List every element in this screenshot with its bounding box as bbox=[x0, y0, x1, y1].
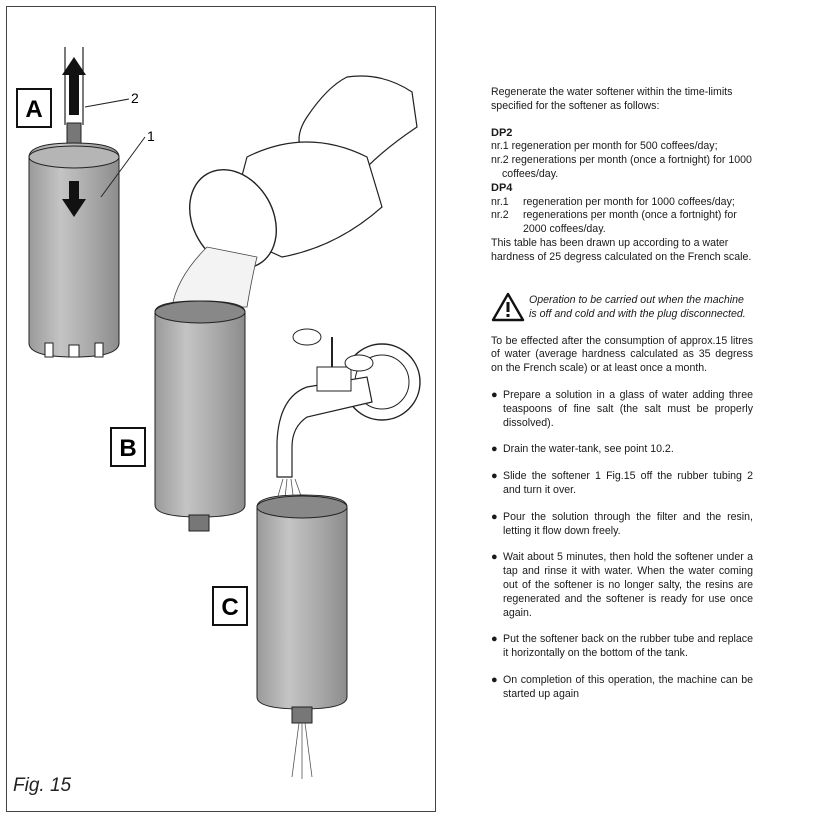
svg-text:B: B bbox=[119, 435, 136, 462]
list-item: ●Pour the solution through the filter an… bbox=[491, 510, 753, 537]
list-item: ●Prepare a solution in a glass of water … bbox=[491, 388, 753, 429]
dp2-heading: DP2 bbox=[491, 126, 513, 139]
figure-caption: Fig. 15 bbox=[13, 775, 72, 796]
list-item: ●On completion of this operation, the ma… bbox=[491, 673, 753, 700]
svg-text:C: C bbox=[221, 594, 238, 621]
bullet-icon: ● bbox=[491, 633, 498, 646]
bullet-icon: ● bbox=[491, 551, 498, 564]
svg-text:A: A bbox=[25, 96, 42, 123]
instruction-text: Regenerate the water softener within the… bbox=[491, 86, 753, 702]
callout-1: 1 bbox=[147, 128, 155, 144]
bullet-icon: ● bbox=[491, 388, 498, 401]
list-item: ●Drain the water-tank, see point 10.2. bbox=[491, 443, 674, 456]
warning-box: Operation to be carried out when the mac… bbox=[491, 292, 753, 322]
figure-panel: A B C 2 1 Fig. 15 bbox=[6, 6, 436, 812]
list-item: ●Slide the softener 1 Fig.15 off the rub… bbox=[491, 470, 753, 496]
label-box-a: A bbox=[16, 88, 52, 128]
bullet-icon: ● bbox=[491, 673, 498, 686]
table-note: This table has been drawn up according t… bbox=[491, 236, 752, 263]
label-box-c: C bbox=[212, 586, 248, 626]
list-item: ●Wait about 5 minutes, then hold the sof… bbox=[491, 551, 753, 619]
softener-step-c bbox=[256, 328, 421, 779]
arrow-up-icon bbox=[62, 57, 86, 115]
softener-step-a bbox=[28, 47, 146, 358]
warning-icon bbox=[491, 292, 525, 321]
warning-text: Operation to be carried out when the mac… bbox=[529, 293, 746, 320]
bullet-icon: ● bbox=[491, 510, 498, 523]
softener-step-b bbox=[154, 75, 418, 532]
list-item: ●Put the softener back on the rubber tub… bbox=[491, 633, 753, 660]
dp2-row: nr.1 regeneration per month for 500 coff… bbox=[491, 140, 718, 153]
bullet-icon: ● bbox=[491, 470, 498, 483]
arrow-down-icon bbox=[62, 181, 86, 217]
softener-illustration: A B C 2 1 bbox=[16, 47, 421, 779]
bullet-icon: ● bbox=[491, 443, 498, 456]
dp4-heading: DP4 bbox=[491, 181, 513, 194]
callout-2: 2 bbox=[131, 90, 139, 106]
intro-paragraph: Regenerate the water softener within the… bbox=[491, 86, 733, 112]
effected-paragraph: To be effected after the consumption of … bbox=[491, 334, 753, 375]
dp2-row: nr.2 regenerations per month (once a for… bbox=[491, 154, 752, 180]
label-box-b: B bbox=[110, 427, 146, 467]
